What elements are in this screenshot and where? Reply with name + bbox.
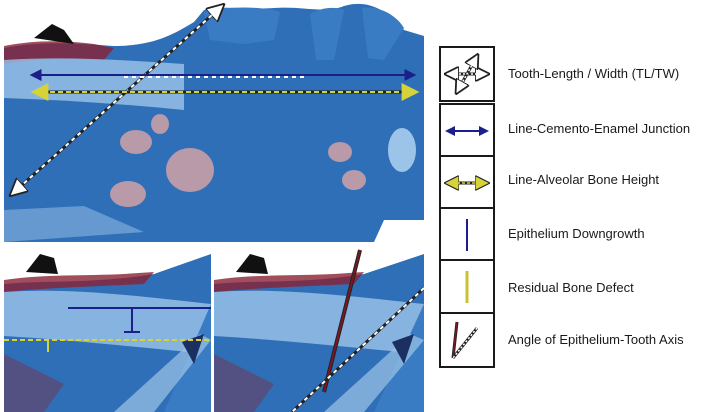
legend-label-epithelium-tooth-axis-angle: Angle of Epithelium-Tooth Axis: [508, 332, 684, 347]
histology-panel-bottom-left: [4, 244, 211, 412]
histology-top-svg: [4, 0, 424, 242]
legend-label-residual-bone-defect: Residual Bone Defect: [508, 280, 634, 295]
legend-box-residual-bone-defect: [439, 259, 495, 315]
epithelium-downgrowth-icon: [466, 219, 468, 251]
epithelium-tooth-axis-angle-icon: [451, 321, 479, 359]
legend-label-cemento-enamel-junction: Line-Cemento-Enamel Junction: [508, 121, 691, 136]
legend-box-alveolar-bone-height: [439, 155, 495, 211]
legend-box-cemento-enamel-junction: [439, 103, 495, 159]
histology-bottom-right-svg: [214, 244, 424, 412]
legend-label-epithelium-downgrowth: Epithelium Downgrowth: [508, 226, 645, 241]
legend-box-epithelium-tooth-axis-angle: [439, 312, 495, 368]
legend-label-tooth-length-width: Tooth-Length / Width (TL/TW): [508, 66, 680, 81]
legend-box-tooth-length-width: [439, 46, 495, 102]
cemento-enamel-junction-line-icon: [445, 126, 489, 136]
histology-panel-top: [4, 0, 424, 242]
tooth-length-width-icon: [441, 48, 493, 100]
residual-bone-defect-icon: [465, 271, 469, 303]
histology-bottom-left-svg: [4, 244, 211, 412]
legend-box-epithelium-downgrowth: [439, 207, 495, 263]
histology-panel-bottom-right: [214, 244, 424, 412]
legend-label-alveolar-bone-height: Line-Alveolar Bone Height: [508, 172, 660, 187]
alveolar-bone-height-line-icon: [441, 157, 493, 209]
